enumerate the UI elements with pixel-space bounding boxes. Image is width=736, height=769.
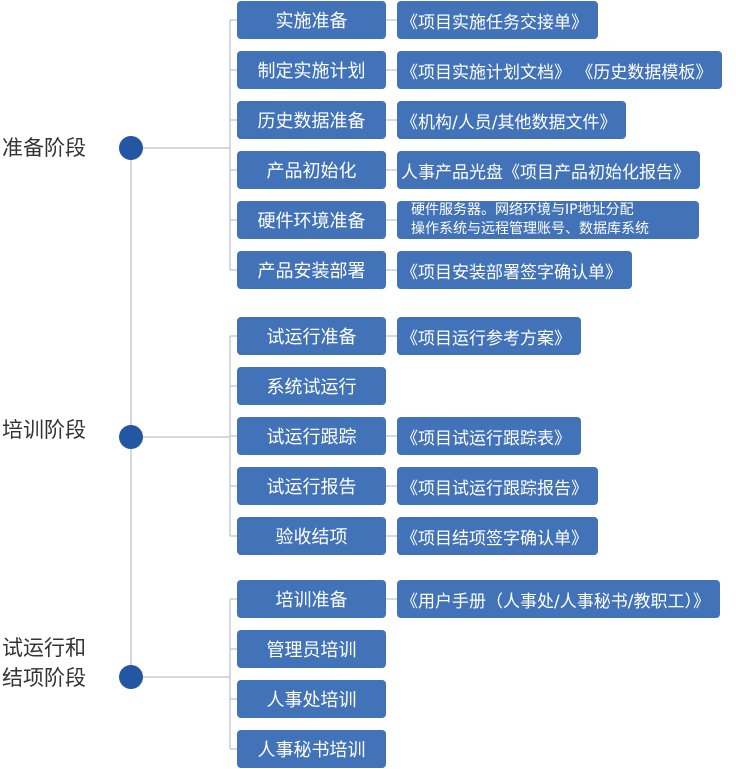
doc-deploy-confirmation: 《项目安装部署签字确认单》	[397, 251, 632, 289]
doc-hardware-env: 硬件服务器。网络环境与IP地址分配 操作系统与远程管理账号、数据库系统	[397, 201, 699, 239]
step-implementation-prep: 实施准备	[237, 1, 386, 39]
step-product-init: 产品初始化	[237, 151, 386, 189]
step-history-data-prep: 历史数据准备	[237, 101, 386, 139]
step-hardware-env-prep: 硬件环境准备	[237, 201, 386, 239]
step-system-trial: 系统试运行	[237, 367, 386, 405]
phase-label-trial-closing: 试运行和 结项阶段	[2, 636, 86, 690]
doc-user-manual: 《用户手册（人事处/人事秘书/教职工）》	[397, 580, 720, 618]
step-training-prep: 培训准备	[237, 580, 386, 618]
step-make-plan: 制定实施计划	[237, 51, 386, 89]
doc-hardware-env-line-1: 硬件服务器。网络环境与IP地址分配	[411, 202, 634, 218]
step-install-deploy: 产品安装部署	[237, 251, 386, 289]
phase-node-dot	[119, 425, 143, 449]
doc-tracking-sheet: 《项目试运行跟踪表》	[397, 417, 581, 455]
doc-hardware-env-line-2: 操作系统与远程管理账号、数据库系统	[411, 221, 649, 237]
phase-node-dot	[119, 136, 143, 160]
step-admin-training: 管理员培训	[237, 630, 386, 668]
doc-plan-and-template: 《项目实施计划文档》 《历史数据模板》	[397, 51, 723, 89]
doc-handover-sheet: 《项目实施任务交接单》	[397, 1, 598, 39]
phase-label-prep: 准备阶段	[2, 136, 86, 160]
doc-closing-confirmation: 《项目结项签字确认单》	[397, 517, 598, 555]
doc-run-plan: 《项目运行参考方案》	[397, 317, 581, 355]
step-trial-tracking: 试运行跟踪	[237, 417, 386, 455]
phase-node-dot	[119, 665, 143, 689]
doc-product-init-report: 人事产品光盘《项目产品初始化报告》	[397, 151, 700, 189]
step-hr-office-training: 人事处培训	[237, 680, 386, 718]
phase-label-training: 培训阶段	[2, 418, 86, 442]
step-acceptance: 验收结项	[237, 517, 386, 555]
step-trial-report: 试运行报告	[237, 467, 386, 505]
step-hr-secretary-training: 人事秘书培训	[237, 730, 386, 768]
step-trial-prep: 试运行准备	[237, 317, 386, 355]
doc-data-files: 《机构/人员/其他数据文件》	[397, 101, 627, 139]
doc-tracking-report: 《项目试运行跟踪报告》	[397, 467, 598, 505]
